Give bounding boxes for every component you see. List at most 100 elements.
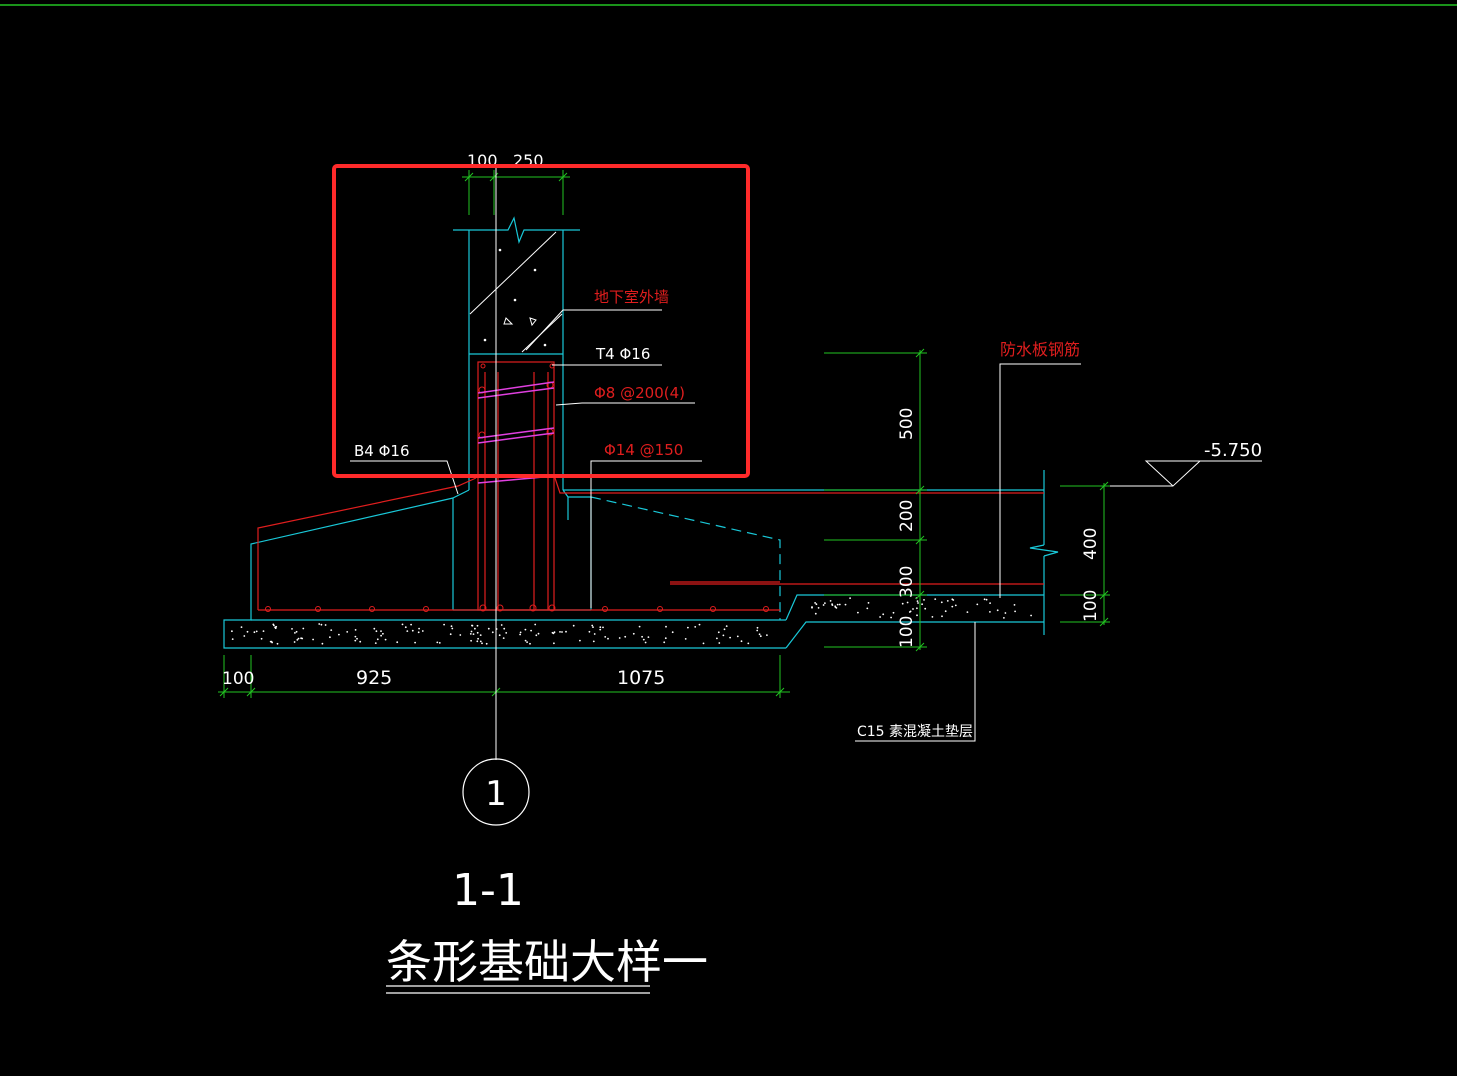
hatch-dot	[815, 603, 818, 606]
hatch-dot	[824, 602, 826, 604]
hatch-dot	[921, 603, 923, 606]
hatch-dot	[989, 602, 991, 604]
hatch-dot	[260, 637, 263, 640]
dim-far-400: 400	[1081, 528, 1101, 560]
hatch-dot	[604, 636, 607, 638]
hatch-dot	[602, 626, 604, 629]
elevation-triangle-icon	[1144, 460, 1202, 487]
hatch-dot	[908, 611, 911, 613]
hatch-dot	[822, 604, 825, 606]
hatch-dot	[469, 633, 472, 635]
hatch-dot	[758, 633, 761, 636]
hatch-dot	[414, 641, 416, 644]
hatch-dot	[479, 634, 482, 636]
hatch-dot	[641, 635, 643, 638]
hatch-dot	[592, 640, 595, 643]
hatch-dot	[526, 641, 528, 643]
hatch-dot	[375, 630, 378, 633]
dim-far-100: 100	[1081, 590, 1101, 622]
hatch-dot	[747, 642, 750, 645]
hatch-dot	[498, 634, 501, 637]
hatch-dot	[417, 631, 420, 634]
hatch-dot	[374, 642, 377, 644]
label-elevation: -5.750	[1204, 440, 1262, 461]
hatch-dot	[725, 625, 728, 627]
hatch-dot	[916, 614, 918, 617]
section-title: 1-1	[452, 865, 524, 916]
label-basement-wall: 地下室外墙	[594, 288, 669, 306]
dim-right-300: 300	[897, 566, 917, 598]
break-line-icon	[453, 216, 580, 245]
hatch-dot	[592, 626, 594, 628]
hatch-dot	[524, 639, 527, 642]
hatch-dot	[951, 605, 954, 608]
hatch-dot	[553, 642, 555, 645]
hatch-dot	[436, 641, 439, 644]
hatch-dot	[276, 642, 279, 645]
label-t4: T4 Φ16	[595, 345, 650, 363]
hatch-dot	[553, 631, 556, 634]
hatch-dot	[418, 627, 420, 630]
hatch-dot	[380, 630, 382, 632]
hatch-dot	[834, 606, 837, 608]
hatch-dot	[519, 631, 522, 634]
hatch-dot	[477, 637, 479, 640]
hatch-dot	[722, 634, 725, 637]
hatch-dot	[291, 628, 293, 630]
hatch-dot	[243, 635, 246, 637]
hatch-dot	[384, 638, 387, 641]
hatch-dot	[736, 635, 739, 638]
hatch-dot	[450, 625, 453, 628]
hatch-dot	[740, 640, 743, 643]
dim-bottom-100: 100	[222, 669, 254, 689]
hatch-dot	[559, 631, 561, 633]
hatch-dot	[318, 623, 321, 625]
hatch-dot	[644, 641, 647, 644]
hatch-dot	[624, 635, 627, 638]
hatch-dot	[716, 637, 718, 640]
hatch-dot	[599, 626, 602, 629]
axis-label: 1	[485, 774, 507, 814]
hatch-dot	[529, 642, 531, 645]
hatch-dot	[382, 632, 384, 635]
hatch-dot	[831, 604, 834, 606]
hatch-dot	[901, 602, 904, 605]
hatch-dot	[451, 627, 454, 630]
hatch-dot	[246, 630, 249, 633]
hatch-dot	[882, 613, 885, 616]
hatch-dot	[663, 641, 666, 644]
hatch-dot	[373, 627, 376, 630]
hatch-dot	[565, 630, 567, 633]
hatch-dot	[671, 631, 674, 634]
hatch-dot	[593, 633, 596, 635]
hatch-dot	[618, 637, 621, 639]
hatch-dot	[723, 628, 726, 631]
hatch-dot	[849, 597, 851, 599]
hatch-dot	[269, 640, 272, 643]
label-phi14: Φ14 @150	[604, 441, 683, 459]
hatch-dot	[321, 642, 324, 645]
hatch-dot	[579, 639, 581, 642]
hatch-dot	[354, 639, 357, 642]
hatch-dot	[946, 600, 949, 602]
hatch-dot	[487, 627, 490, 630]
hatch-dot	[330, 629, 333, 631]
hatch-dot	[552, 632, 555, 635]
hatch-dot	[396, 641, 399, 644]
hatch-dot	[376, 638, 379, 641]
hatch-dot	[474, 627, 476, 630]
hatch-dot	[231, 638, 234, 640]
rebar-dots	[265, 363, 769, 612]
hatch-dot	[519, 633, 521, 636]
hatch-dot	[817, 607, 820, 609]
hatch-dot	[329, 636, 331, 639]
hatch-dot	[756, 626, 759, 629]
hatch-dot	[912, 608, 914, 610]
hatch-dot	[588, 630, 591, 633]
hatch-dot	[295, 630, 298, 633]
hatch-dot	[262, 630, 265, 632]
hatch-dot	[443, 623, 445, 626]
hatch-dot	[879, 616, 881, 618]
hatch-dot	[380, 634, 382, 637]
label-stirrup: Φ8 @200(4)	[594, 384, 685, 402]
